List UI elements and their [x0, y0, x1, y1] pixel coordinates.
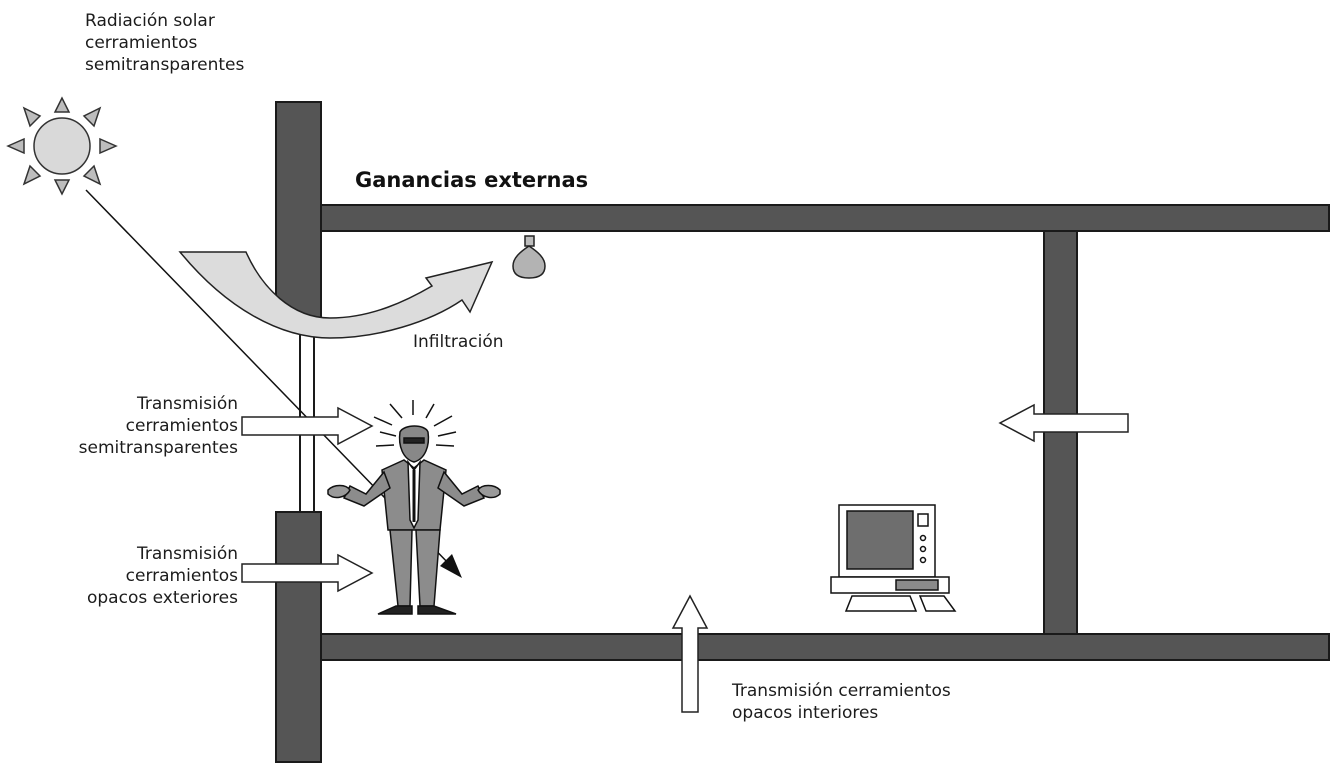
label-line: Transmisión cerramientos: [732, 681, 951, 701]
label-transmision-opacos-exteriores: Transmisión cerramientos opacos exterior…: [60, 543, 238, 609]
label-line: Transmisión: [137, 394, 238, 414]
bulb-icon: [512, 235, 546, 279]
infiltration-arrow: [178, 251, 494, 339]
arrow-transmision-opacos-exteriores: [241, 553, 374, 593]
arrow-transmision-semitransparentes: [241, 406, 374, 446]
exterior-wall-lower: [275, 511, 322, 763]
label-line: Transmisión: [137, 544, 238, 564]
person-icon: [327, 400, 501, 615]
sun-icon: [6, 96, 118, 196]
arrow-transmision-opacos-interiores: [671, 594, 709, 713]
window: [299, 318, 315, 512]
label-line: opacos interiores: [732, 703, 879, 723]
floor-slab: [320, 633, 1330, 661]
computer-icon: [830, 504, 957, 612]
label-transmision-opacos-interiores: Transmisión cerramientos opacos interior…: [732, 680, 951, 724]
label-infiltracion: Infiltración: [413, 332, 504, 352]
label-radiacion-solar: Radiación solar cerramientos semitranspa…: [85, 10, 244, 76]
diagram-title: Ganancias externas: [355, 168, 589, 192]
label-line: opacos exteriores: [86, 588, 238, 608]
label-line: cerramientos: [125, 566, 238, 586]
arrow-partition-wall: [998, 403, 1129, 443]
label-line: cerramientos: [125, 416, 238, 436]
label-line: semitransparentes: [78, 438, 238, 458]
exterior-wall-upper: [275, 101, 322, 319]
label-line: cerramientos: [85, 33, 198, 53]
label-transmision-semitransparentes: Transmisión cerramientos semitransparent…: [60, 393, 238, 459]
label-line: Radiación solar: [85, 11, 215, 31]
building-walls: [275, 101, 1330, 763]
ceiling-slab: [320, 204, 1330, 232]
label-line: semitransparentes: [85, 55, 245, 75]
